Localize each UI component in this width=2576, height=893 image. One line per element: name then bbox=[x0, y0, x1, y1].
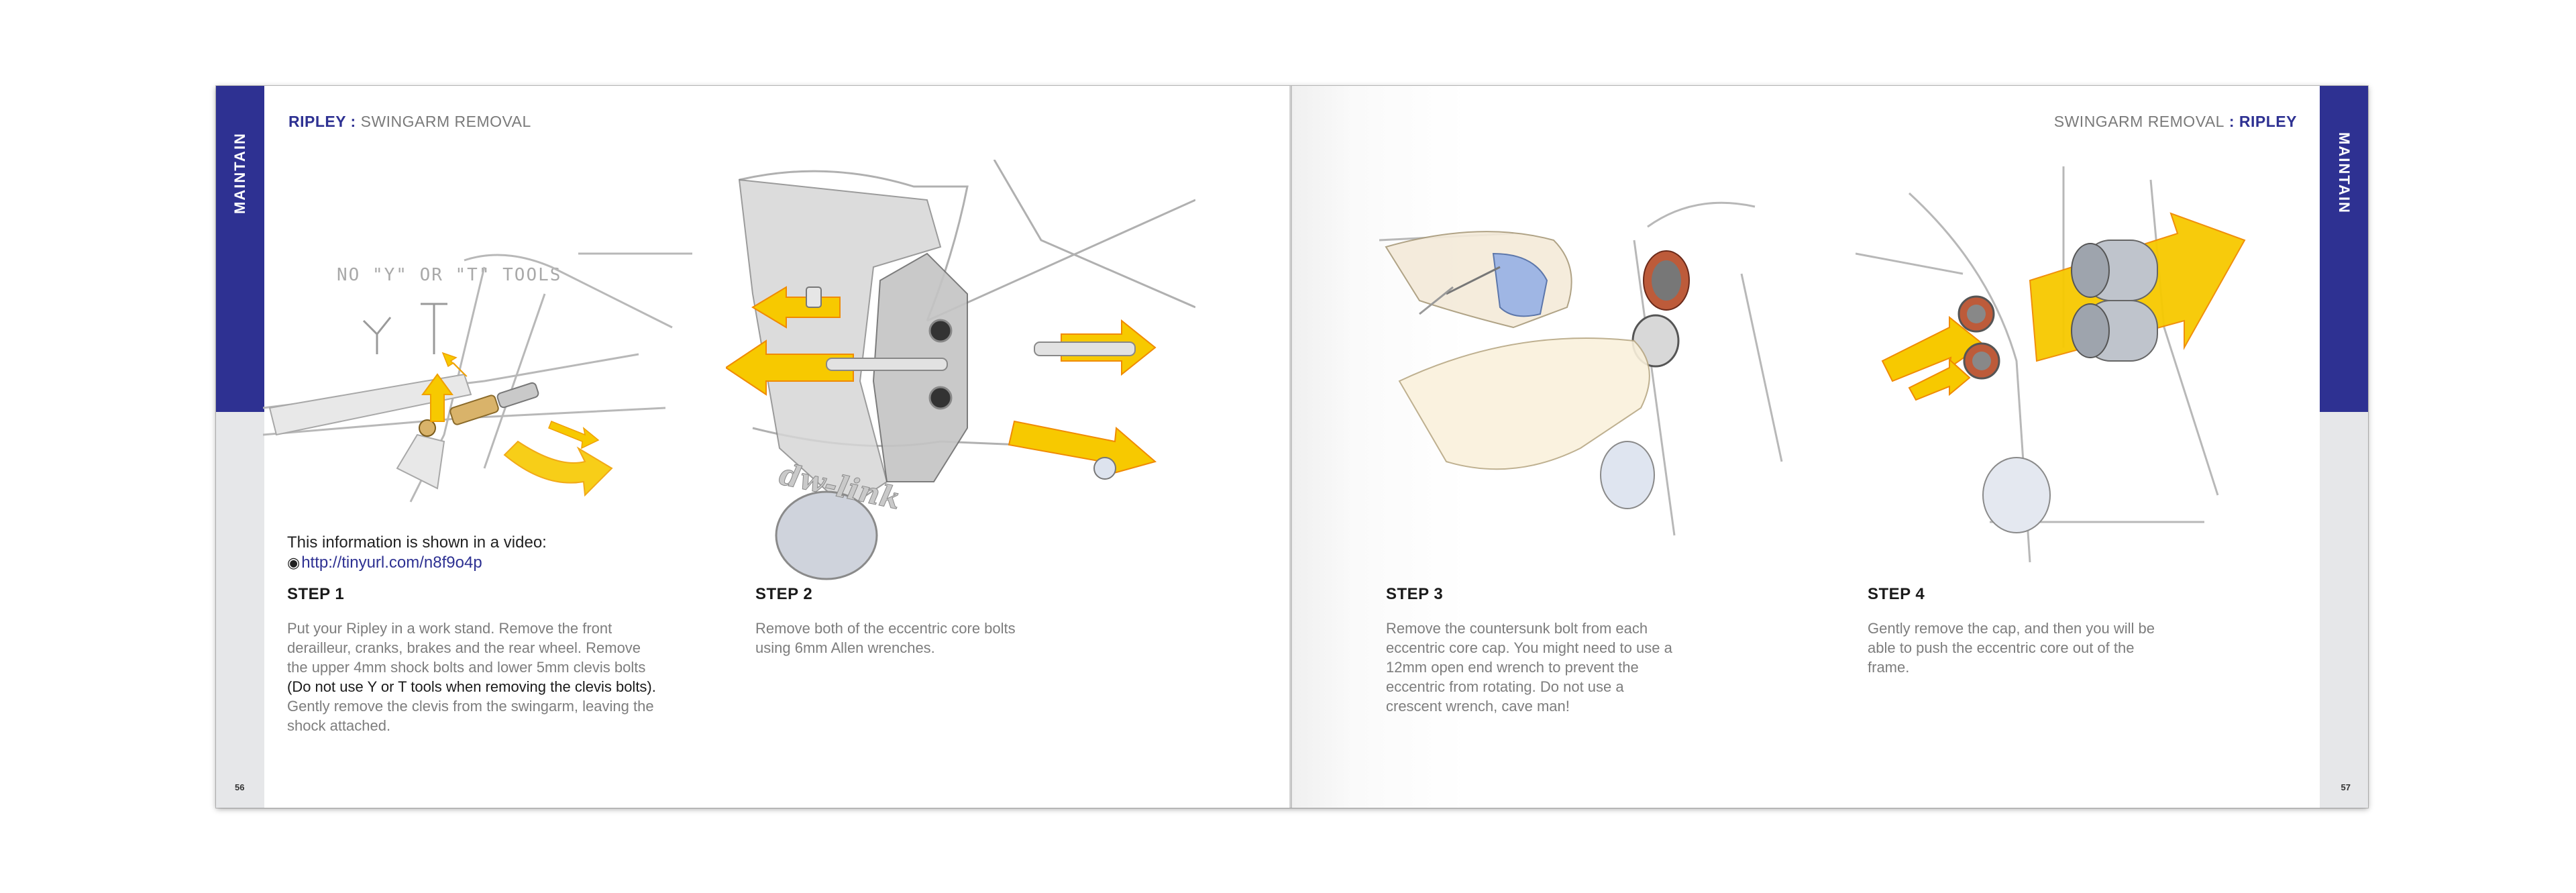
brochure-spread: MAINTAIN RIPLEY : SWINGARM REMOVAL NO "Y… bbox=[216, 86, 2368, 808]
running-head-left: RIPLEY : SWINGARM REMOVAL bbox=[288, 113, 531, 131]
step4-text: Gently remove the cap, and then you will… bbox=[1868, 620, 2155, 676]
step1-text-a: Put your Ripley in a work stand. Remove … bbox=[287, 620, 646, 676]
step3-illustration bbox=[1379, 201, 1783, 536]
right-arrow-icon bbox=[1008, 420, 1157, 476]
step4-block: STEP 4 Gently remove the cap, and then y… bbox=[1868, 585, 2163, 677]
small-arrow-icon bbox=[548, 421, 600, 450]
section-tab-blue: MAINTAIN bbox=[2320, 86, 2368, 412]
section-tab-label: MAINTAIN bbox=[231, 132, 248, 214]
running-head-separator: : bbox=[345, 113, 361, 130]
step1-text-b: Gently remove the clevis from the swinga… bbox=[287, 698, 654, 734]
section-tab-label: MAINTAIN bbox=[2336, 132, 2353, 214]
step1-illustration: NO "Y" OR "T" TOOLS bbox=[263, 252, 692, 503]
page-number-right: 57 bbox=[2341, 782, 2351, 792]
step1-text: Put your Ripley in a work stand. Remove … bbox=[287, 619, 663, 735]
step3-block: STEP 3 Remove the countersunk bolt from … bbox=[1386, 585, 1681, 716]
video-url[interactable]: http://tinyurl.com/n8f9o4p bbox=[301, 554, 482, 572]
right-page: MAINTAIN SWINGARM REMOVAL : RIPLEY bbox=[1292, 86, 2368, 808]
section-tab-blue: MAINTAIN bbox=[216, 86, 264, 412]
step1-block: STEP 1 Put your Ripley in a work stand. … bbox=[287, 585, 663, 735]
left-arrow-icon bbox=[726, 339, 854, 396]
step2-block: STEP 2 Remove both of the eccentric core… bbox=[755, 585, 1051, 658]
step4-title: STEP 4 bbox=[1868, 585, 1925, 603]
step3-title: STEP 3 bbox=[1386, 585, 1444, 603]
step1-title: STEP 1 bbox=[287, 585, 345, 603]
small-arrow-icon bbox=[441, 352, 468, 377]
section-tab-right: MAINTAIN bbox=[2320, 86, 2368, 808]
video-note: This information is shown in a video: ◉h… bbox=[287, 533, 547, 573]
step2-text: Remove both of the eccentric core bolts … bbox=[755, 620, 1016, 656]
tools-note: NO "Y" OR "T" TOOLS bbox=[337, 265, 561, 285]
video-camera-icon: ◉ bbox=[287, 554, 301, 571]
step3-text: Remove the countersunk bolt from each ec… bbox=[1386, 620, 1672, 715]
left-page: MAINTAIN RIPLEY : SWINGARM REMOVAL NO "Y… bbox=[216, 86, 1292, 808]
curved-arrow-icon bbox=[503, 440, 613, 497]
step2-illustration: dw-link bbox=[726, 160, 1195, 580]
page-number-left: 56 bbox=[235, 782, 245, 792]
running-head-right: SWINGARM REMOVAL : RIPLEY bbox=[2054, 113, 2297, 131]
running-head-section: SWINGARM REMOVAL bbox=[2053, 113, 2224, 130]
running-head-brand: RIPLEY bbox=[2239, 113, 2297, 130]
step2-title: STEP 2 bbox=[755, 585, 813, 603]
video-intro: This information is shown in a video: bbox=[287, 533, 547, 551]
video-link[interactable]: ◉http://tinyurl.com/n8f9o4p bbox=[287, 553, 547, 573]
running-head-section: SWINGARM REMOVAL bbox=[360, 113, 531, 130]
running-head-brand: RIPLEY bbox=[288, 113, 346, 130]
running-head-separator: : bbox=[2224, 113, 2239, 130]
section-tab-left: MAINTAIN bbox=[216, 86, 264, 808]
step4-illustration bbox=[1856, 166, 2246, 563]
up-arrow-icon bbox=[421, 373, 453, 422]
step1-text-bold: (Do not use Y or T tools when removing t… bbox=[287, 678, 656, 695]
